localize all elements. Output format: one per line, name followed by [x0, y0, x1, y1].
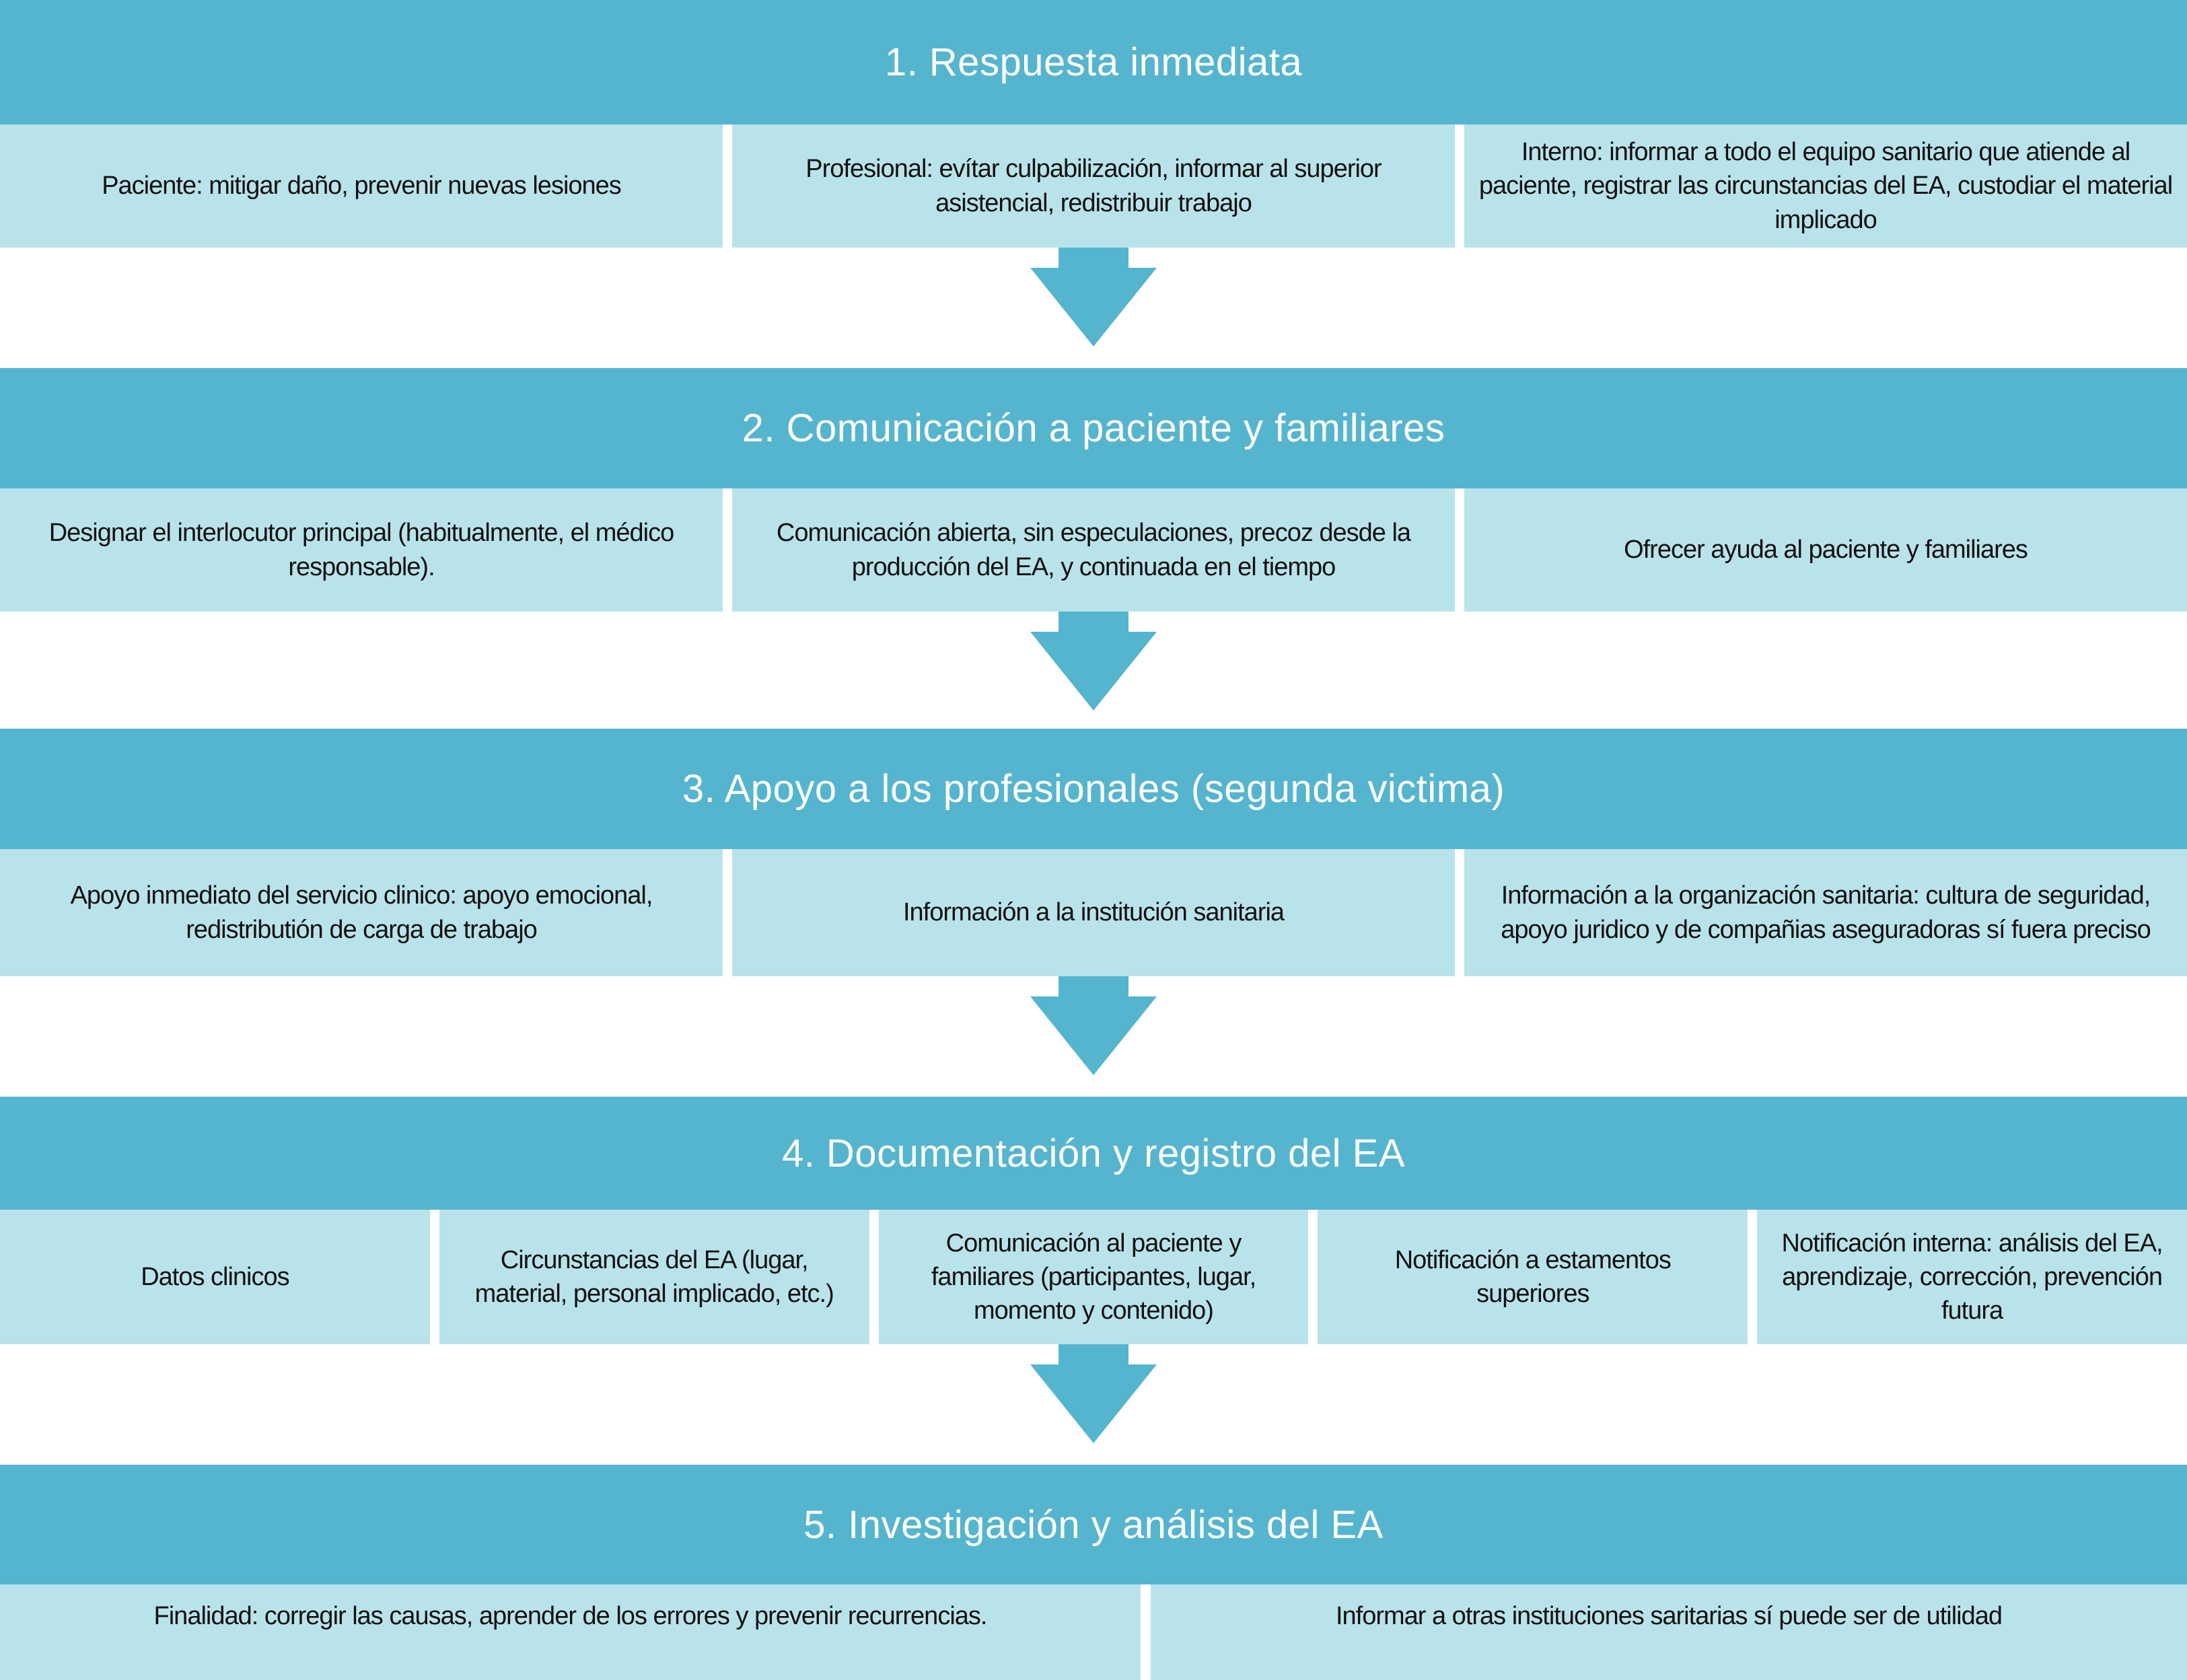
- section-2-title: 2. Comunicación a paciente y familiares: [742, 406, 1445, 450]
- section-4-cell-notificacion-estamentos: Notificación a estamentos superiores: [1318, 1210, 1748, 1344]
- section-5-cells: Finalidad: corregir las causas, aprender…: [0, 1584, 2187, 1680]
- section-5-cell-informar: Informar a otras instituciones saritaria…: [1151, 1584, 2187, 1680]
- section-4-cell-circunstancias: Circunstancias del EA (lugar, material, …: [439, 1210, 869, 1344]
- section-1-cell-paciente: Paciente: mitigar daño, prevenir nuevas …: [0, 124, 723, 248]
- section-3-title: 3. Apoyo a los profesionales (segunda vi…: [682, 767, 1505, 811]
- down-arrow-icon: [1030, 1344, 1157, 1443]
- arrow-zone-3: [0, 976, 2187, 1097]
- section-2-cell-comunicacion: Comunicación abierta, sin especulaciones…: [732, 488, 1455, 612]
- section-4-cell-comunicacion: Comunicación al paciente y familiares (p…: [878, 1210, 1309, 1344]
- section-1-cell-interno: Interno: informar a todo el equipo sanit…: [1464, 124, 2187, 248]
- section-1-cells: Paciente: mitigar daño, prevenir nuevas …: [0, 124, 2187, 248]
- down-arrow-icon: [1030, 976, 1157, 1075]
- section-4-cell-datos: Datos clinicos: [0, 1210, 430, 1344]
- section-2-header: 2. Comunicación a paciente y familiares: [0, 368, 2187, 488]
- section-1-header: 1. Respuesta inmediata: [0, 0, 2187, 124]
- section-4-cell-notificacion-interna: Notificación interna: análisis del EA, a…: [1757, 1210, 2187, 1344]
- section-5-cell-finalidad: Finalidad: corregir las causas, aprender…: [0, 1584, 1141, 1680]
- section-1-cell-profesional: Profesional: evítar culpabilización, inf…: [732, 124, 1455, 248]
- section-4-cells: Datos clinicos Circunstancias del EA (lu…: [0, 1210, 2187, 1344]
- arrow-zone-2: [0, 612, 2187, 729]
- section-4-header: 4. Documentación y registro del EA: [0, 1097, 2187, 1210]
- section-3-cells: Apoyo inmediato del servicio clinico: ap…: [0, 849, 2187, 976]
- section-1-title: 1. Respuesta inmediata: [884, 40, 1303, 84]
- arrow-zone-4: [0, 1344, 2187, 1465]
- section-5-header: 5. Investigación y análisis del EA: [0, 1465, 2187, 1584]
- section-3-cell-informacion-organizacion: Información a la organización sanitaria:…: [1464, 849, 2187, 976]
- section-3-cell-apoyo-servicio: Apoyo inmediato del servicio clinico: ap…: [0, 849, 723, 976]
- section-2-cell-interlocutor: Designar el interlocutor principal (habi…: [0, 488, 723, 612]
- down-arrow-icon: [1030, 612, 1157, 710]
- section-2-cell-ayuda: Ofrecer ayuda al paciente y familiares: [1464, 488, 2187, 612]
- section-5-title: 5. Investigación y análisis del EA: [803, 1502, 1384, 1547]
- section-3-header: 3. Apoyo a los profesionales (segunda vi…: [0, 729, 2187, 849]
- down-arrow-icon: [1030, 248, 1157, 346]
- section-4-title: 4. Documentación y registro del EA: [781, 1131, 1406, 1175]
- arrow-zone-1: [0, 248, 2187, 368]
- section-3-cell-informacion-institucion: Información a la institución sanitaria: [732, 849, 1455, 976]
- section-2-cells: Designar el interlocutor principal (habi…: [0, 488, 2187, 612]
